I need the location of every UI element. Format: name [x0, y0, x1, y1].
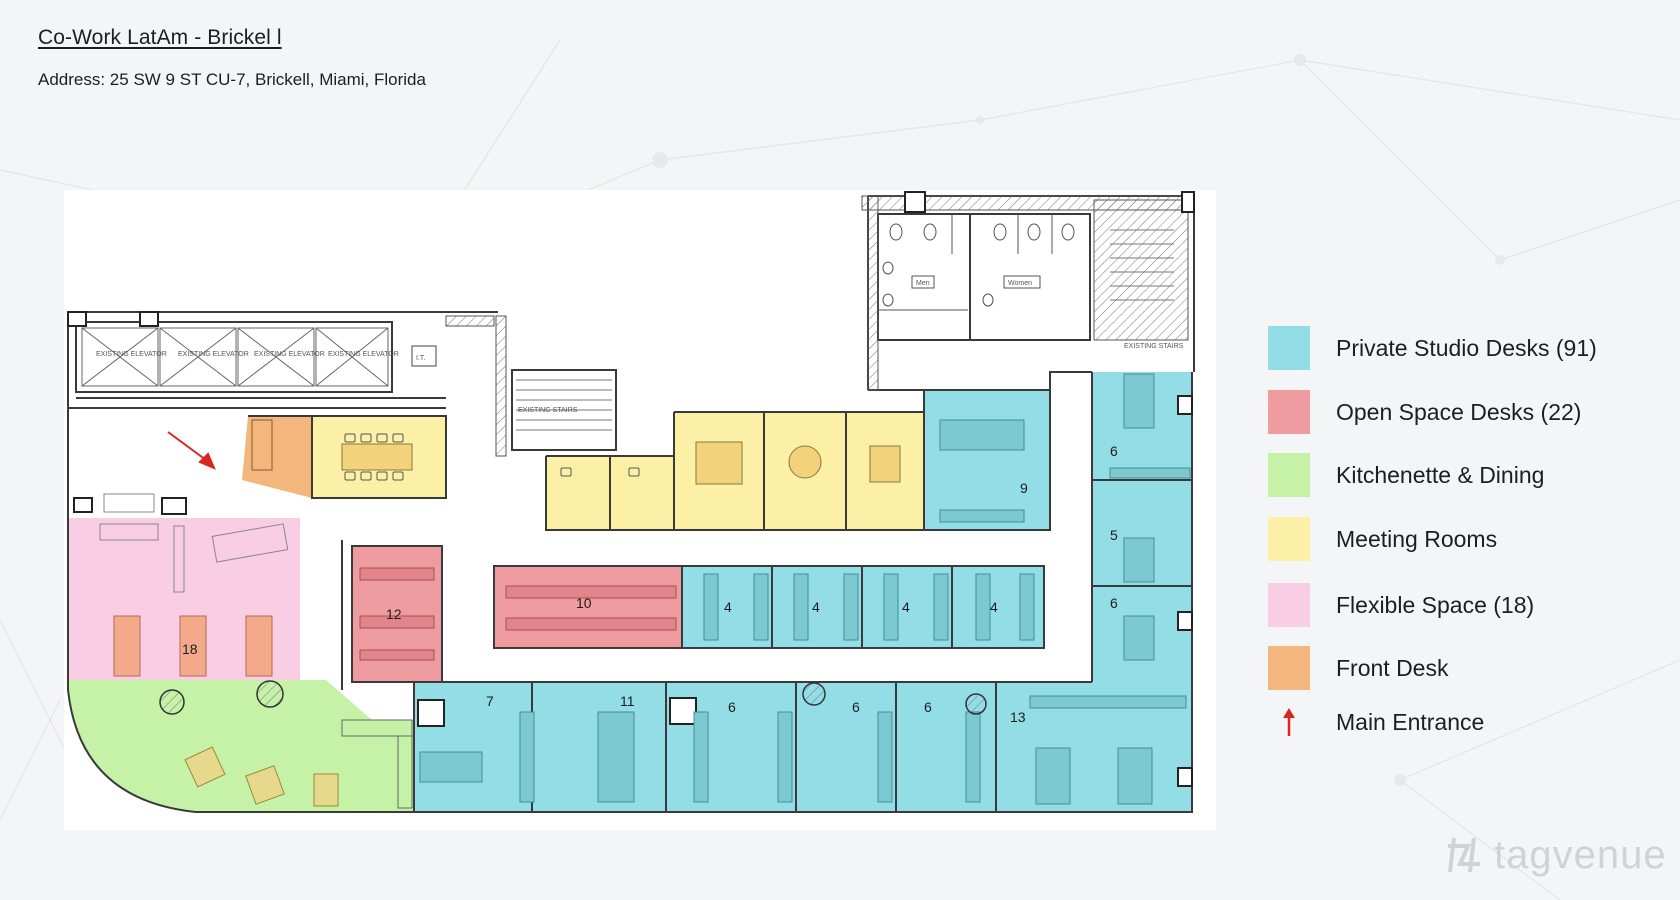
zone-open-10 [494, 566, 682, 648]
stairs-label: EXISTING STAIRS [518, 407, 578, 414]
room-number-12: 12 [386, 606, 402, 622]
page-title: Co-Work LatAm - Brickel l [38, 26, 282, 49]
room-number-6-mid: 6 [1110, 595, 1118, 611]
room-number-5: 5 [1110, 527, 1118, 543]
watermark-text: tagvenue [1494, 832, 1667, 877]
legend-swatch-kitchenette [1268, 453, 1310, 497]
legend-swatch-meeting [1268, 517, 1310, 561]
legend-label: Flexible Space (18) [1336, 591, 1535, 618]
restroom-men-label: Men [916, 280, 930, 287]
room-number-6a: 6 [728, 699, 736, 715]
zone-private-9 [924, 390, 1050, 530]
legend-label: Private Studio Desks (91) [1336, 334, 1597, 361]
restroom-women-label: Women [1008, 280, 1032, 287]
room-number-11: 11 [620, 693, 635, 709]
stairs-label: EXISTING STAIRS [1124, 343, 1184, 350]
legend-label: Front Desk [1336, 654, 1449, 681]
room-number-6-top: 6 [1110, 443, 1118, 459]
legend-item-kitchenette: Kitchenette & Dining [1268, 453, 1544, 497]
main-entrance-arrow [167, 431, 216, 470]
elevator-label: EXISTING ELEVATOR [328, 351, 399, 358]
legend-swatch-private [1268, 326, 1310, 370]
room-number-4a: 4 [724, 599, 732, 615]
zone-front-desk [242, 416, 312, 498]
legend-swatch-open [1268, 390, 1310, 434]
legend-item-private: Private Studio Desks (91) [1268, 326, 1597, 370]
watermark: tagvenue [1440, 832, 1667, 878]
address-text: Address: 25 SW 9 ST CU-7, Brickell, Miam… [38, 70, 426, 89]
room-number-6b: 6 [852, 699, 860, 715]
elevator-label: EXISTING ELEVATOR [178, 351, 249, 358]
legend-label: Open Space Desks (22) [1336, 398, 1582, 425]
room-number-4c: 4 [902, 599, 910, 615]
legend-label: Main Entrance [1336, 708, 1485, 735]
tagvenue-logo-icon [1448, 837, 1480, 873]
room-number-4d: 4 [990, 599, 998, 615]
room-number-18: 18 [182, 641, 198, 657]
legend-item-front-desk: Front Desk [1268, 646, 1448, 690]
elevator-label: EXISTING ELEVATOR [254, 351, 325, 358]
legend-label: Kitchenette & Dining [1336, 461, 1545, 488]
room-number-10: 10 [576, 595, 592, 611]
legend-swatch-flexible [1268, 583, 1310, 627]
legend-item-flexible: Flexible Space (18) [1268, 583, 1534, 627]
elevator-label: EXISTING ELEVATOR [96, 351, 167, 358]
legend-item-open: Open Space Desks (22) [1268, 390, 1581, 434]
legend-label: Meeting Rooms [1336, 525, 1498, 552]
legend-swatch-front-desk [1268, 646, 1310, 690]
room-number-7: 7 [486, 693, 494, 709]
it-label: I.T. [416, 355, 425, 362]
room-number-4b: 4 [812, 599, 820, 615]
room-number-6c: 6 [924, 699, 932, 715]
room-number-13: 13 [1010, 709, 1026, 725]
legend-item-entrance: Main Entrance [1268, 700, 1484, 744]
legend-item-meeting: Meeting Rooms [1268, 517, 1497, 561]
arrow-up-icon [1268, 700, 1310, 744]
room-number-9: 9 [1020, 480, 1028, 496]
